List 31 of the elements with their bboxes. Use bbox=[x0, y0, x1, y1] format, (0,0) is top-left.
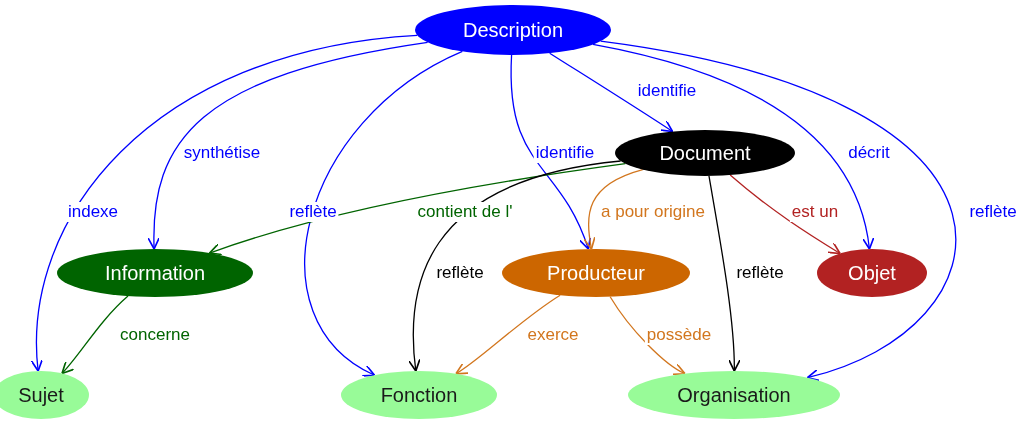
node-label: Organisation bbox=[677, 383, 791, 408]
arrow bbox=[549, 52, 674, 133]
node-label: Objet bbox=[848, 261, 896, 286]
edge-label: synthétise bbox=[181, 143, 263, 163]
arrow bbox=[583, 168, 644, 250]
edge-label: identifie bbox=[533, 143, 597, 163]
arrow bbox=[147, 41, 429, 250]
node-label: Description bbox=[462, 18, 563, 43]
edge-label: a pour origine bbox=[599, 202, 707, 222]
edge-label: contient de l' bbox=[415, 202, 515, 222]
arrow bbox=[304, 50, 463, 377]
node-label: Fonction bbox=[380, 383, 458, 408]
arrow bbox=[510, 54, 591, 250]
edge-label: reflète bbox=[287, 202, 339, 222]
ellipse-node bbox=[0, 371, 89, 419]
arrow bbox=[708, 175, 741, 372]
arrow bbox=[455, 294, 561, 375]
node-label: Document bbox=[659, 141, 751, 166]
arrow bbox=[208, 163, 626, 256]
arrow bbox=[408, 160, 622, 372]
arrow bbox=[599, 40, 956, 381]
edge-label: possède bbox=[644, 325, 714, 345]
arrow bbox=[592, 43, 874, 250]
node-label: Producteur bbox=[547, 261, 645, 286]
arrow bbox=[609, 296, 686, 375]
node-label: Sujet bbox=[18, 383, 64, 408]
arrow bbox=[31, 34, 418, 372]
arrow bbox=[61, 295, 129, 375]
node-label: Information bbox=[104, 261, 206, 286]
arrow bbox=[729, 174, 841, 255]
edge-label: indexe bbox=[65, 202, 121, 222]
